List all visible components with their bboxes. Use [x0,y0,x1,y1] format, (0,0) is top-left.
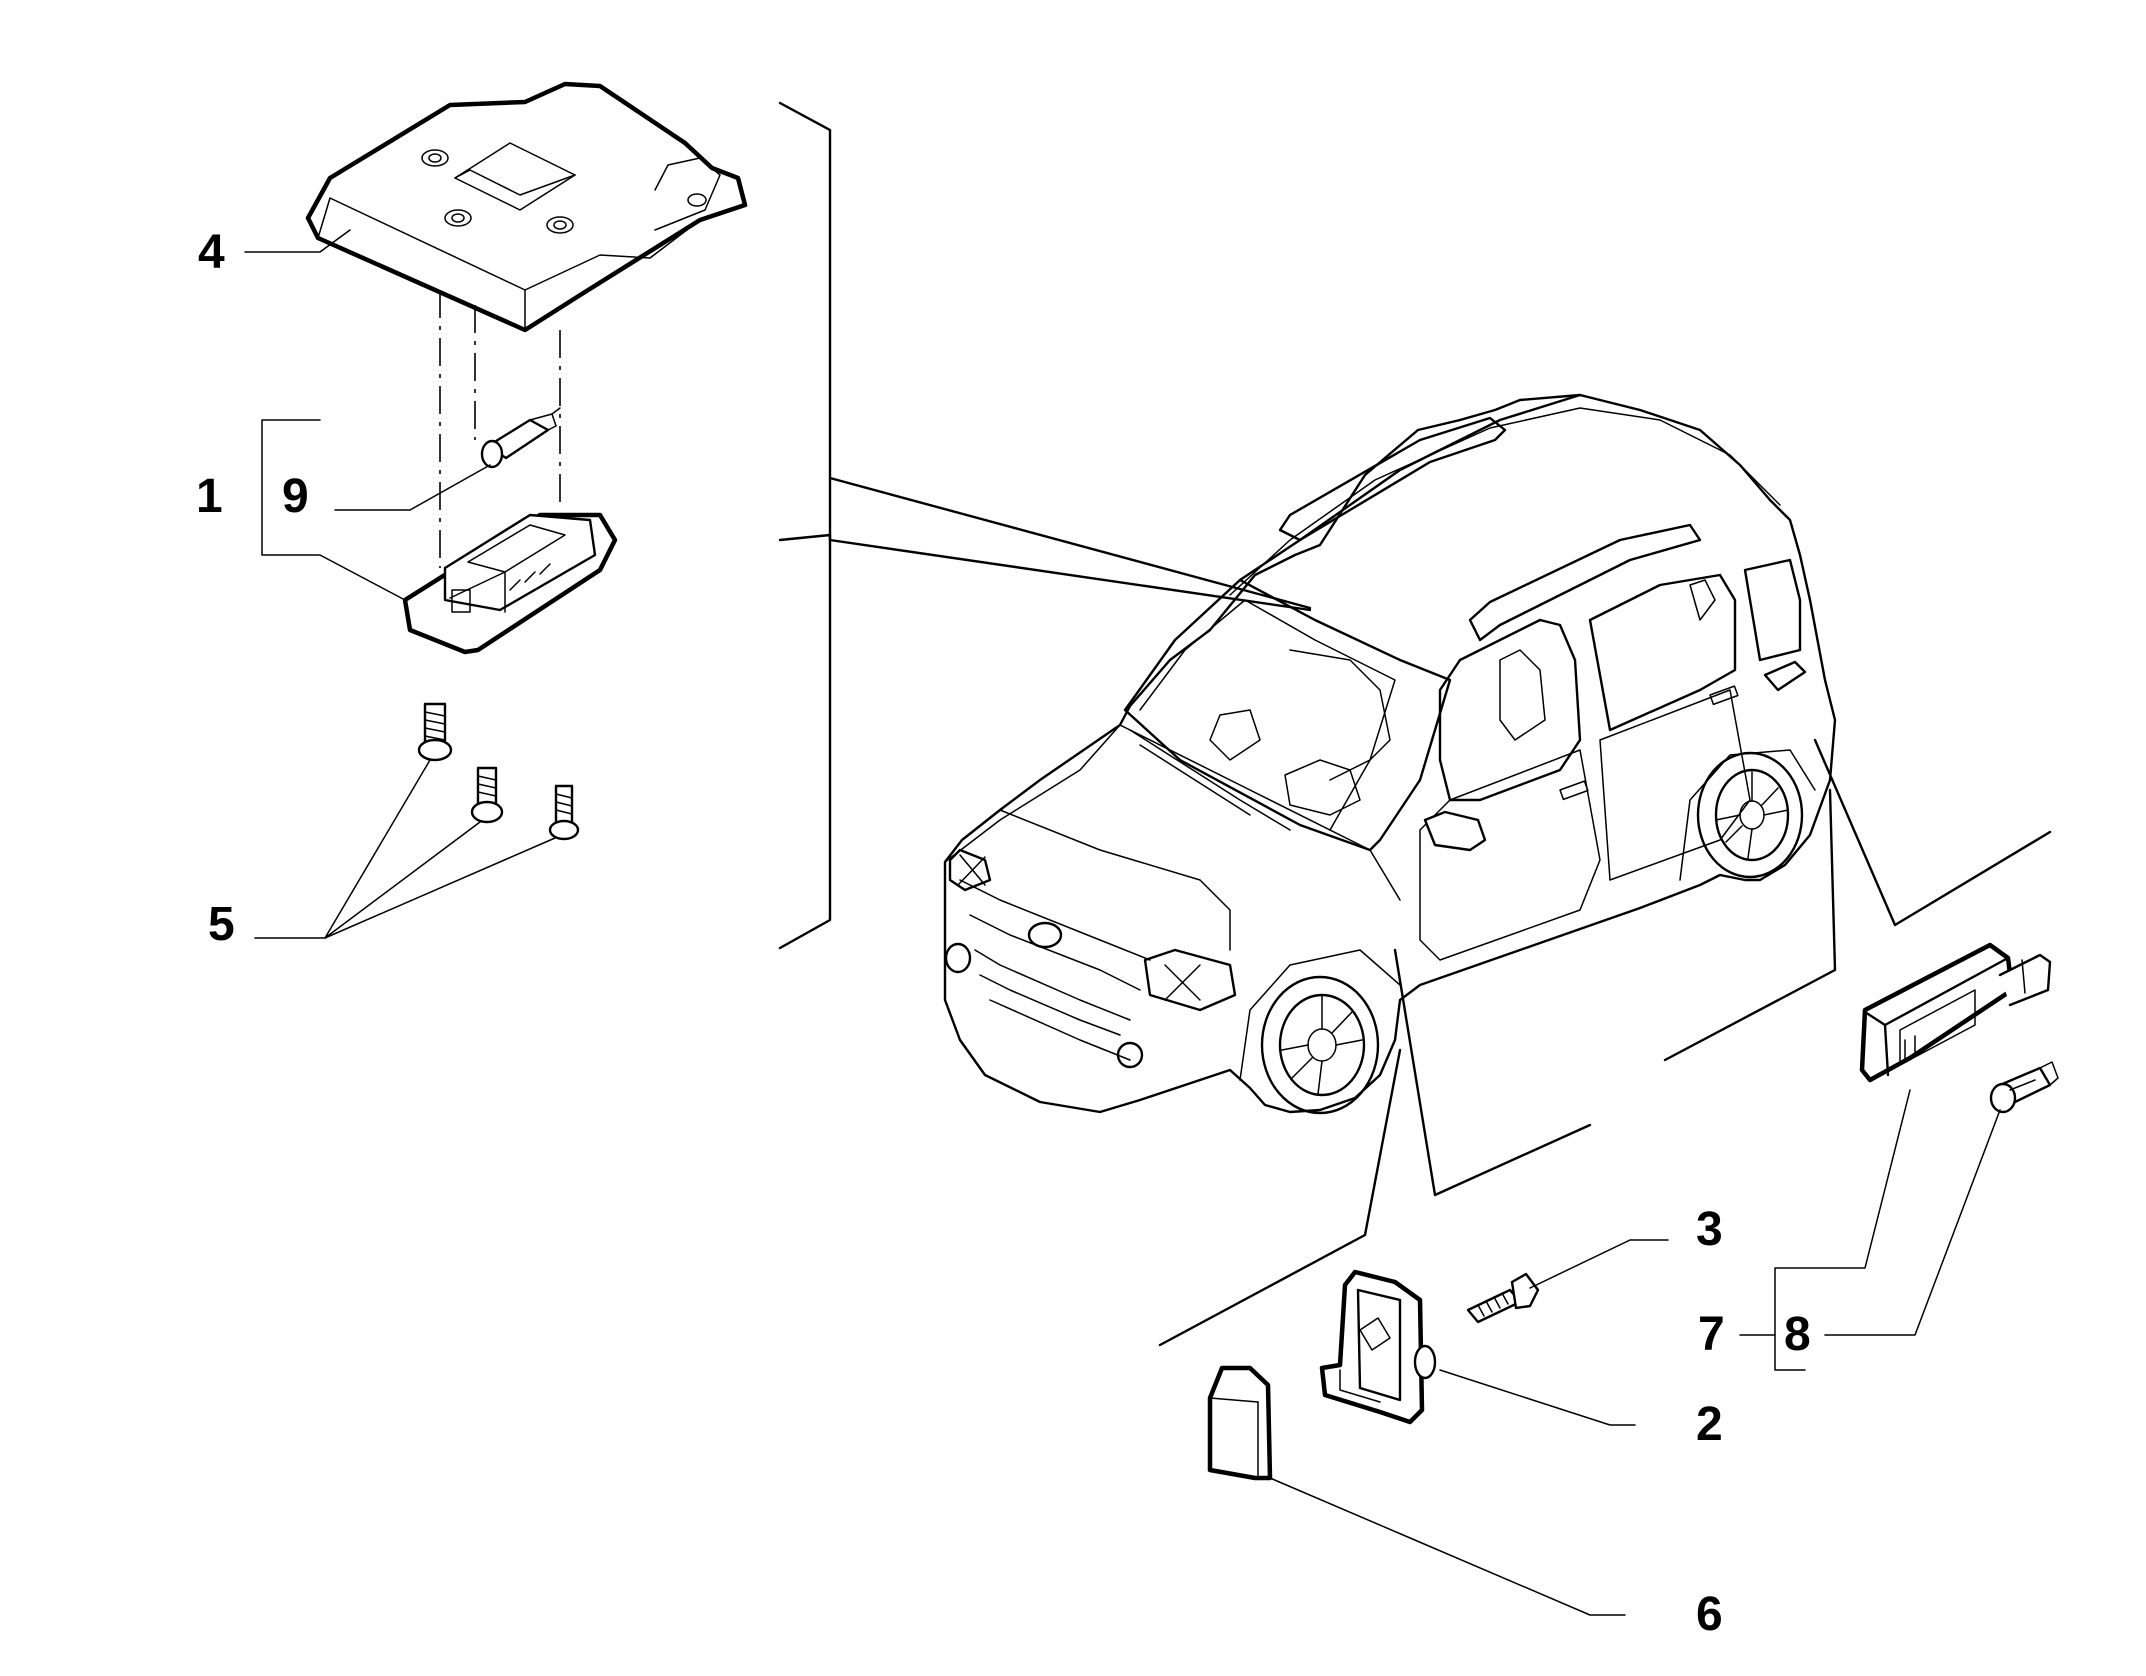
reference-lines [778,476,2052,1347]
assembly-guide-lines [439,290,561,568]
protective-cap-icon [1207,1365,1273,1481]
wedge-bulb-icon [1989,1061,2059,1114]
callout-6: 6 [1696,1588,1723,1641]
callout-1: 1 [196,470,223,523]
leader-lines-right [1269,1089,2001,1616]
vehicle-illustration-icon [943,393,1837,1115]
callout-9: 9 [282,470,309,523]
interior-light-housing-icon [305,81,748,333]
callout-5: 5 [208,898,235,951]
callout-3: 3 [1696,1203,1723,1256]
callout-7: 7 [1698,1308,1725,1361]
left-detail-bracket [778,101,832,950]
screw-icon [417,702,580,841]
door-lamp-icon [1859,942,2052,1083]
callout-labels: 4 1 9 5 3 7 8 2 6 [196,226,1811,1641]
courtesy-lamp-unit-icon [402,512,618,655]
door-switch-icon [1319,1269,1437,1425]
leader-lines-left [244,229,556,939]
callout-4: 4 [198,226,225,279]
callout-8: 8 [1784,1308,1811,1361]
festoon-bulb-icon [480,407,561,469]
callout-2: 2 [1696,1398,1723,1451]
bolt-icon [1466,1272,1540,1324]
